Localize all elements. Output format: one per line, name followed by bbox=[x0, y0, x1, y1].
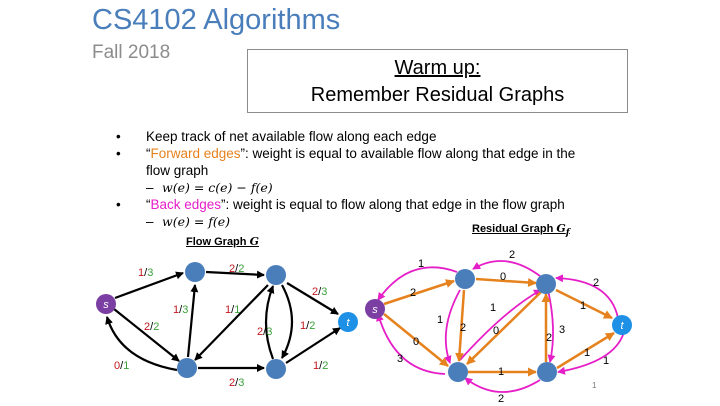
res-node-b bbox=[536, 274, 556, 294]
res-node-t bbox=[612, 315, 632, 335]
back-edge-a-c bbox=[443, 289, 461, 364]
flow-label-b-c: 1/1 bbox=[225, 304, 240, 316]
fwd-edge-a-c bbox=[455, 289, 466, 362]
flow-edge-c-a bbox=[186, 284, 199, 358]
fwd-edge-s-c bbox=[383, 313, 449, 367]
flow-label-d-b: 2/3 bbox=[257, 326, 272, 338]
flow-graph-nodes: s t bbox=[96, 262, 358, 379]
back-edge-d-c bbox=[464, 377, 541, 393]
bullet-list: Keep track of net available flow along e… bbox=[110, 128, 600, 230]
res-weight: 1 bbox=[437, 314, 443, 326]
back-edge-c-s-lower bbox=[376, 313, 446, 375]
fwd-edge-b-c bbox=[466, 291, 542, 365]
res-node-t-label: t bbox=[620, 320, 624, 332]
flow-node-c bbox=[177, 358, 197, 378]
flow-node-t bbox=[338, 312, 358, 332]
res-node-s bbox=[365, 299, 385, 319]
res-node-s-label: s bbox=[372, 304, 378, 316]
res-weight: 1 bbox=[580, 300, 586, 312]
flow-label-c-d: 2/3 bbox=[229, 377, 244, 389]
slide-subtitle: Fall 2018 bbox=[92, 42, 171, 63]
res-weight: 1 bbox=[584, 347, 590, 359]
flow-label-s-a: 1/3 bbox=[138, 267, 153, 279]
fwd-edge-b-t bbox=[555, 288, 613, 320]
flow-graph-label: Flow Graph G bbox=[186, 235, 259, 248]
fwd-edge-s-a bbox=[383, 279, 455, 306]
flow-graph-edges bbox=[105, 270, 341, 372]
residual-weights: 2 1 0 2 2 1 1 1 2 0 3 2 0 3 1 1 1 2 bbox=[397, 249, 609, 405]
res-weight: 1 bbox=[498, 366, 504, 378]
back-edges-term: Back edges bbox=[150, 197, 222, 212]
warmup-heading: Warm up: bbox=[394, 57, 481, 79]
residual-graph-nodes: s t bbox=[365, 269, 632, 382]
residual-back-edges bbox=[376, 260, 625, 393]
back-edge-t-b bbox=[555, 274, 619, 319]
flow-label-s-c: 1/3 bbox=[173, 304, 188, 316]
res-weight: 1 bbox=[418, 258, 424, 270]
back-edge-t-d bbox=[557, 331, 625, 375]
back-edge-b-a bbox=[472, 260, 541, 277]
res-weight: 3 bbox=[397, 353, 403, 365]
res-weight: 2 bbox=[498, 393, 504, 405]
page-number: 1 bbox=[592, 381, 597, 390]
flow-label-c-a: 2/2 bbox=[144, 321, 159, 333]
flow-label-c-s: 0/1 bbox=[114, 360, 129, 372]
flow-label-d-t: 1/2 bbox=[313, 360, 328, 372]
slide-title: CS4102 Algorithms bbox=[92, 4, 341, 36]
warmup-box: Warm up: Remember Residual Graphs bbox=[247, 49, 628, 113]
flow-edge-d-t bbox=[285, 327, 341, 364]
flow-edge-b-t bbox=[286, 282, 339, 315]
flow-edge-c-s-curve bbox=[105, 316, 178, 372]
fwd-edge-a-b bbox=[475, 277, 537, 287]
flow-edge-labels: 1/3 2/2 2/3 1/3 1/1 2/2 2/3 1/2 0/1 1/2 … bbox=[114, 263, 328, 389]
res-weight: 1 bbox=[603, 355, 609, 367]
flow-node-s-label: s bbox=[103, 299, 109, 311]
flow-edge-s-a bbox=[114, 271, 184, 300]
residual-forward-edges bbox=[383, 277, 615, 377]
flow-node-b bbox=[266, 265, 286, 285]
bullet-net-flow: Keep track of net available flow along e… bbox=[110, 128, 600, 145]
flow-edge-d-b-curve bbox=[264, 285, 275, 360]
flow-edge-s-c bbox=[113, 308, 180, 362]
bullet-forward-edges: “Forward edges”: weight is equal to avai… bbox=[110, 145, 600, 179]
flow-node-d bbox=[266, 359, 286, 379]
res-weight: 0 bbox=[413, 336, 419, 348]
res-weight: 2 bbox=[509, 249, 515, 261]
res-node-a bbox=[455, 269, 475, 289]
back-edge-c-b bbox=[459, 289, 542, 361]
back-formula: w(e) = f(e) bbox=[110, 213, 600, 230]
flow-node-s bbox=[96, 294, 116, 314]
flow-node-t-label: t bbox=[346, 317, 350, 329]
res-weight: 2 bbox=[546, 332, 552, 344]
res-weight: 2 bbox=[460, 322, 466, 334]
flow-label-b-t: 2/3 bbox=[312, 286, 327, 298]
res-weight: 0 bbox=[500, 271, 506, 283]
bullet-back-edges: “Back edges”: weight is equal to flow al… bbox=[110, 196, 600, 213]
flow-edge-b-d-curve bbox=[281, 284, 293, 359]
res-weight: 3 bbox=[559, 324, 565, 336]
back-edge-a-s bbox=[377, 266, 458, 301]
flow-node-a bbox=[185, 262, 205, 282]
res-node-d bbox=[537, 362, 557, 382]
residual-graph-label: Residual Graph Gf bbox=[472, 222, 570, 239]
flow-label-b-d: 1/2 bbox=[300, 320, 315, 332]
flow-edge-a-b bbox=[205, 270, 265, 279]
flow-edge-b-c bbox=[194, 284, 269, 361]
forward-formula: w(e) = c(e) − f(e) bbox=[110, 179, 600, 196]
res-weight: 2 bbox=[593, 277, 599, 289]
back-edge-b-d bbox=[547, 289, 556, 363]
res-weight: 1 bbox=[490, 302, 496, 314]
res-weight: 0 bbox=[493, 325, 499, 337]
forward-edges-term: Forward edges bbox=[150, 146, 241, 161]
warmup-text: Remember Residual Graphs bbox=[310, 84, 565, 106]
res-node-c bbox=[448, 362, 468, 382]
res-weight: 2 bbox=[410, 287, 416, 299]
flow-label-a-b: 2/2 bbox=[229, 263, 244, 275]
fwd-edge-d-t bbox=[556, 331, 615, 370]
